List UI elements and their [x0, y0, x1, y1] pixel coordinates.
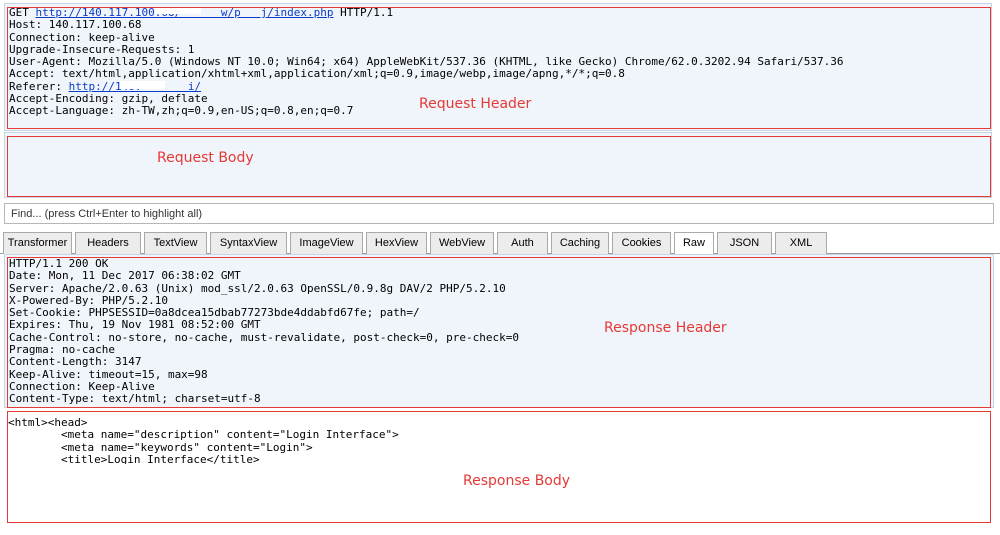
request-body-annotation: Request Body	[157, 150, 254, 166]
tab-cookies[interactable]: Cookies	[612, 232, 671, 254]
request-url-link[interactable]: http://140.117.100.68/ w/p j/index.php	[35, 6, 334, 19]
request-header-line: Accept: text/html,application/xhtml+xml,…	[9, 67, 625, 81]
find-input[interactable]	[5, 204, 993, 223]
response-header-line: Expires: Thu, 19 Nov 1981 08:52:00 GMT	[9, 318, 261, 332]
response-body-line: <meta name="description" content="Login …	[8, 428, 399, 442]
response-header-line: Pragma: no-cache	[9, 343, 115, 357]
referer-label: Referer:	[9, 79, 69, 93]
response-header-annotation: Response Header	[604, 320, 727, 336]
tab-raw[interactable]: Raw	[674, 232, 714, 255]
request-header-line: User-Agent: Mozilla/5.0 (Windows NT 10.0…	[9, 55, 844, 69]
request-header-line: Connection: keep-alive	[9, 30, 155, 44]
request-header-line: Accept-Language: zh-TW,zh;q=0.9,en-US;q=…	[9, 104, 354, 118]
tab-transformer[interactable]: Transformer	[3, 232, 72, 254]
response-header-line: X-Powered-By: PHP/5.2.10	[9, 293, 168, 307]
response-body-line: <meta name="keywords" content="Login">	[8, 440, 313, 454]
request-body-pane[interactable]	[4, 132, 992, 198]
request-header-pane[interactable]: GET http://140.117.100.68/ w/p j/index.p…	[4, 3, 992, 131]
response-header-text: HTTP/1.1 200 OK Date: Mon, 11 Dec 2017 0…	[9, 257, 519, 406]
request-method: GET	[9, 6, 29, 19]
tab-xml[interactable]: XML	[775, 232, 827, 254]
tab-auth[interactable]: Auth	[497, 232, 548, 254]
response-body-line: <title>Login Interface</title>	[8, 452, 260, 464]
tab-textview[interactable]: TextView	[144, 232, 207, 254]
response-body-pane[interactable]: <html><head> <meta name="description" co…	[4, 412, 994, 464]
tab-syntaxview[interactable]: SyntaxView	[210, 232, 287, 254]
request-header-line: Host: 140.117.100.68	[9, 18, 142, 32]
response-header-pane[interactable]: HTTP/1.1 200 OK Date: Mon, 11 Dec 2017 0…	[4, 254, 994, 408]
response-header-line: Cache-Control: no-store, no-cache, must-…	[9, 330, 519, 344]
response-status-line: HTTP/1.1 200 OK	[9, 257, 109, 270]
response-header-line: Keep-Alive: timeout=15, max=98	[9, 367, 208, 381]
response-inspector-tabs: Transformer Headers TextView SyntaxView …	[0, 230, 1000, 255]
request-protocol: HTTP/1.1	[340, 6, 394, 19]
tab-webview[interactable]: WebView	[430, 232, 494, 254]
tab-imageview[interactable]: ImageView	[290, 232, 363, 254]
find-bar[interactable]	[4, 203, 994, 224]
response-header-line: Set-Cookie: PHPSESSID=0a8dcea15dbab77273…	[9, 306, 420, 320]
response-header-line: Server: Apache/2.0.63 (Unix) mod_ssl/2.0…	[9, 281, 506, 295]
response-header-line: Content-Type: text/html; charset=utf-8	[9, 392, 261, 406]
response-body-line: <html><head>	[8, 416, 88, 429]
response-header-line: Content-Length: 3147	[9, 355, 142, 369]
response-body-annotation: Response Body	[463, 473, 571, 489]
tab-json[interactable]: JSON	[717, 232, 772, 254]
redaction-mask	[155, 7, 201, 14]
response-body-text: <html><head> <meta name="description" co…	[8, 416, 399, 464]
response-header-line: Connection: Keep-Alive	[9, 379, 155, 393]
tab-caching[interactable]: Caching	[551, 232, 609, 254]
tab-headers[interactable]: Headers	[75, 232, 141, 254]
request-header-text: GET http://140.117.100.68/ w/p j/index.p…	[9, 6, 844, 118]
request-header-annotation: Request Header	[419, 96, 532, 112]
redaction-mask	[120, 81, 165, 89]
tab-hexview[interactable]: HexView	[366, 232, 427, 254]
request-header-line: Upgrade-Insecure-Requests: 1	[9, 42, 195, 56]
request-header-line: Accept-Encoding: gzip, deflate	[9, 92, 208, 106]
response-header-line: Date: Mon, 11 Dec 2017 06:38:02 GMT	[9, 269, 241, 283]
